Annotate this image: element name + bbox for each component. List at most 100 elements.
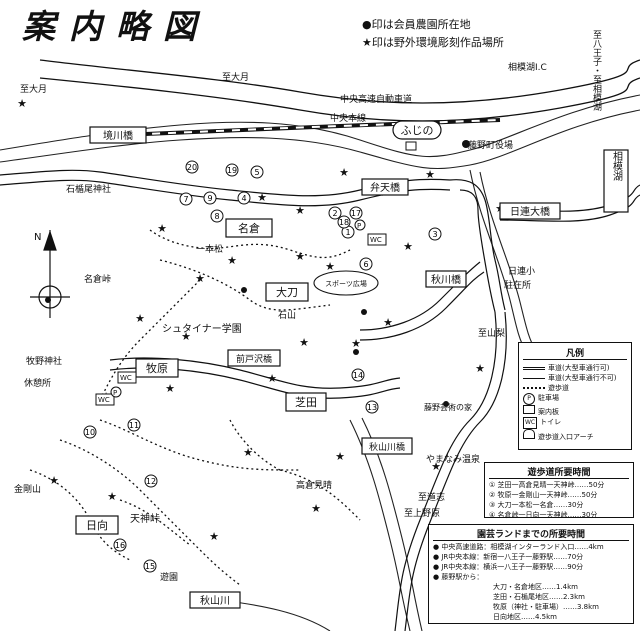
svg-text:芝田: 芝田	[295, 396, 317, 409]
star-icon: ★	[267, 372, 277, 385]
bridge-akikawa: 秋川橋	[425, 270, 467, 288]
star-icon: ★	[195, 272, 205, 285]
access-title: 園芸ランドまでの所要時間	[433, 527, 629, 541]
hinode-school-label: 日連小	[508, 265, 535, 277]
arch-icon	[523, 429, 535, 439]
route-marker: 15	[143, 559, 157, 573]
bridge-sakaigawa: 境川橋	[89, 126, 147, 144]
route-marker: 7	[179, 192, 193, 206]
star-icon: ★	[209, 530, 219, 543]
walking-time-row: ② 牧原一金剛山一天神峠……50分	[489, 491, 598, 499]
svg-text:7: 7	[183, 195, 188, 204]
ichirimatsu-label: 一本松	[196, 243, 223, 255]
north-compass-icon: N	[30, 230, 70, 318]
area-ooto: 大刀	[265, 282, 309, 302]
legend-title: 凡例	[523, 346, 627, 360]
legend-item: 案内板	[523, 405, 627, 417]
svg-text:19: 19	[227, 166, 237, 175]
route-marker: 6	[359, 257, 373, 271]
wc-icon: WC	[367, 233, 387, 246]
access-box: 園芸ランドまでの所要時間 ● 中央高速道路：相模湖インターランド入口……4km …	[428, 524, 634, 624]
svg-text:スポーツ広場: スポーツ広場	[325, 279, 367, 288]
svg-text:WC: WC	[370, 236, 382, 244]
access-row: 芝田・石楯尾地区……2.3km	[493, 593, 586, 601]
bridge-akiyama: 秋山川橋	[361, 437, 413, 455]
town-office-label: 藤野町役場	[468, 139, 513, 151]
route-marker: 19	[225, 163, 239, 177]
yoshino-label: 藤野芸術の家	[424, 402, 472, 412]
svg-text:ふじの: ふじの	[401, 124, 434, 137]
star-icon: ★	[157, 222, 167, 235]
svg-text:日向: 日向	[86, 518, 108, 532]
star-icon: ★	[107, 490, 117, 503]
kyukei-label: 休憩所	[24, 377, 51, 389]
note-farm: ●印は会員農園所在地	[362, 18, 471, 31]
svg-text:大刀: 大刀	[276, 285, 298, 299]
star-icon: ★	[339, 166, 349, 179]
svg-text:14: 14	[353, 371, 363, 380]
makino-shrine-label: 牧野神社	[26, 355, 62, 367]
parking-icon: P	[523, 393, 535, 405]
legend-item: 遊歩道	[523, 383, 627, 393]
bridge-hinode: 日連大橋	[499, 202, 561, 220]
svg-text:P: P	[357, 222, 361, 230]
legend-item: 遊歩道入口アーチ	[523, 429, 627, 442]
route-marker: 9	[203, 191, 217, 205]
yuuhoen-label: 遊園	[160, 571, 178, 583]
star-icon: ★	[431, 460, 441, 473]
route-marker: 14	[351, 368, 365, 382]
expressway-label: 中央高速自動車道	[340, 93, 412, 105]
svg-text:3: 3	[432, 230, 437, 239]
parking-icon: P	[354, 219, 366, 231]
star-icon: ★	[403, 240, 413, 253]
walking-times-box: 遊歩道所要時間 ① 芝田一高倉見晴一天神峠……50分 ② 牧原一金剛山一天神峠……	[484, 462, 634, 519]
svg-text:11: 11	[129, 421, 139, 430]
note-sculpture: ★印は野外環境彫刻作品場所	[362, 36, 504, 49]
svg-text:8: 8	[214, 212, 219, 221]
chuo-line-label: 中央本線	[330, 112, 366, 124]
walking-time-row: ③ 大刀一本松一名倉……30分	[489, 501, 584, 509]
info-icon	[405, 141, 417, 151]
access-row: ● JR中央本線：新宿一八王子一藤野駅……70分	[433, 553, 584, 561]
police-label: 駐在所	[504, 279, 531, 291]
kinugasa-label: 金剛山	[14, 483, 41, 495]
to-hachioji-label: 至八王子・至相模湖	[591, 30, 602, 112]
route-marker: 5	[250, 165, 264, 179]
route-marker: 8	[210, 209, 224, 223]
star-icon: ★	[475, 362, 485, 375]
route-marker: 3	[428, 227, 442, 241]
svg-text:秋山川: 秋山川	[200, 594, 230, 607]
route-marker: 11	[127, 418, 141, 432]
star-icon: ★	[295, 250, 305, 263]
ishiwari-shrine-label: 石楯尾神社	[66, 183, 111, 195]
svg-text:6: 6	[363, 260, 368, 269]
river-akiyama: 秋山川	[189, 591, 241, 609]
tenjin-label: 天神峠	[130, 512, 160, 525]
star-icon: ★	[351, 337, 361, 350]
svg-text:名倉: 名倉	[238, 221, 260, 235]
svg-text:13: 13	[367, 403, 377, 412]
area-makino: 牧原	[135, 358, 179, 378]
route-marker: 10	[83, 425, 97, 439]
svg-text:9: 9	[207, 194, 212, 203]
svg-text:1: 1	[345, 228, 350, 237]
area-hinata: 日向	[75, 515, 119, 535]
walking-times-title: 遊歩道所要時間	[489, 465, 629, 479]
star-icon: ★	[425, 168, 435, 181]
page-title: 案内略図	[22, 7, 210, 46]
wc-icon: WC	[523, 417, 538, 429]
route-marker: 18	[337, 215, 351, 229]
route-marker: 17	[349, 206, 363, 220]
ishiyama-label: 石山	[278, 310, 296, 321]
star-icon: ★	[257, 191, 267, 204]
route-marker: 12	[144, 474, 158, 488]
to-yamanashi-label: 至山梨	[478, 327, 505, 339]
legend-item: 車道(大型車通行不可)	[523, 373, 627, 383]
route-markers: 1 2 3 4 5 6 7 8 9 10 11 12 13 14 15 16 1…	[83, 160, 442, 573]
star-icon: ★	[227, 254, 237, 267]
parking-icon: P	[110, 386, 122, 398]
access-row: 日向地区……4.5km	[493, 613, 558, 621]
star-icon: ★	[49, 474, 59, 487]
svg-text:20: 20	[187, 163, 197, 172]
svg-text:4: 4	[241, 194, 246, 203]
